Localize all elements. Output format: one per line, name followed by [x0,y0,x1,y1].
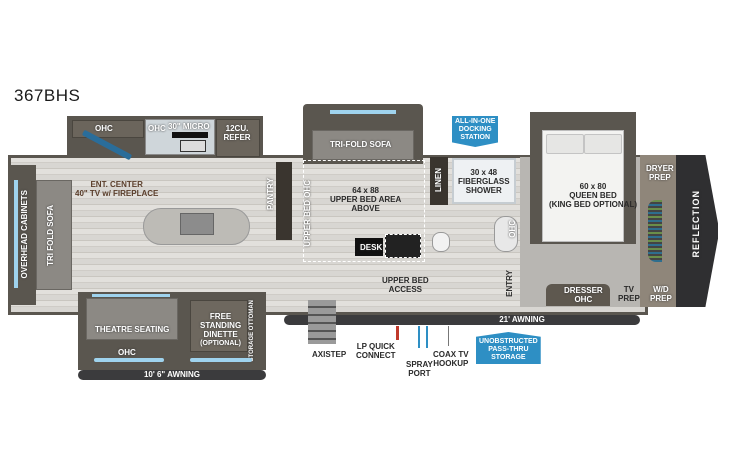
awning-10ft: 10' 6" AWNING [78,370,266,380]
theatre-seating [86,298,178,340]
brand-label: REFLECTION [691,190,701,258]
docking-station-callout: ALL-IN-ONE DOCKING STATION [452,116,499,147]
toilet-icon [432,232,450,252]
refer-label: 12CU. REFER [223,124,251,142]
overhead-cabinets-label: OVERHEAD CABINETS [20,190,29,279]
coax-label: COAX TV HOOKUP [433,350,469,368]
rear-cabinets [8,165,36,305]
pass-thru-storage-callout: UNOBSTRUCTED PASS-THRU STORAGE [476,332,541,364]
shower-label: 30 x 48 FIBERGLASS SHOWER [458,168,510,195]
theatre-window [94,358,164,362]
sink-icon [180,213,214,235]
tv-prep-label: TV PREP [618,285,640,303]
rear-window [14,180,18,288]
refrigerator [216,119,260,157]
desk [355,238,383,256]
linen-closet [430,157,448,205]
storage-ottoman-label: STORAGE OTTOMAN [249,300,255,362]
sofa-slide-window [330,110,396,114]
lp-connect-icon [396,326,399,340]
upper-bed-access-label: UPPER BED ACCESS [382,276,429,294]
upper-bed-ohc-label: UPPER BED OHC [303,180,312,247]
dinette-label: FREE STANDING DINETTE (OPTIONAL) [200,312,242,347]
pantry [276,162,292,240]
spray-port-label: SPRAY PORT [406,360,433,378]
lp-connect-label: LP QUICK CONNECT [356,342,396,360]
microwave-icon [172,132,208,138]
upper-bed-area [303,160,425,262]
micro-label: 30" MICRO [168,122,210,131]
dinette-window [190,358,252,362]
upper-bed-label: 64 x 88 UPPER BED AREA ABOVE [330,186,402,213]
pantry-label: PANTRY [266,178,275,210]
dinette [190,300,248,352]
bath-ohc-label: OHC [508,220,517,238]
rear-sofa-label: TRI FOLD SOFA [46,205,55,266]
theatre-seating-label: THEATRE SEATING [95,325,170,334]
wd-prep-label: W/D PREP [650,285,672,303]
theatre-ohc-label: OHC [118,348,136,357]
stove-icon [180,140,206,152]
tri-fold-sofa [312,130,414,160]
upper-bed-ladder [385,234,421,258]
dresser [546,284,610,306]
pillow-right [584,134,622,154]
pillow-left [546,134,584,154]
dryer-prep-label: DRYER PREP [646,164,674,182]
entry-label: ENTRY [505,270,514,297]
dresser-label: DRESSER OHC [564,286,603,304]
ent-center-label: ENT. CENTER 40" TV w/ FIREPLACE [75,180,159,198]
desk-label: DESK [360,243,383,252]
coax-icon [448,326,449,346]
axistep-label: AXISTEP [312,350,347,359]
bath-sink [494,216,518,252]
ohc-label-micro: OHC [148,124,166,133]
awning-21ft: 21' AWNING [284,315,640,325]
wardrobe-hangers [648,200,662,262]
model-number: 367BHS [14,86,81,105]
ohc-label-left: OHC [95,124,113,133]
theatre-light [92,294,170,297]
rear-tri-fold-sofa [36,180,72,290]
spray-port-icon [418,326,428,348]
queen-bed-label: 60 x 80 QUEEN BED (KING BED OPTIONAL) [549,182,637,209]
linen-label: LINEN [434,168,443,192]
axistep-icon [308,300,336,344]
tri-fold-sofa-label: TRI-FOLD SOFA [330,140,392,149]
shower [452,158,516,204]
